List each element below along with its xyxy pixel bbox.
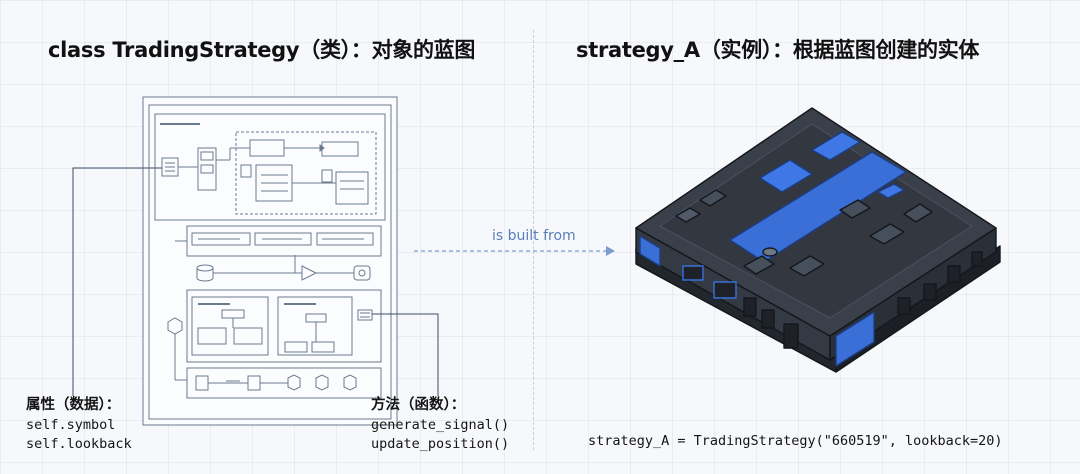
left-title: class TradingStrategy（类）：对象的蓝图 bbox=[48, 38, 476, 62]
attributes-callout-line bbox=[72, 167, 162, 396]
blueprint-top-section bbox=[154, 113, 386, 221]
methods-callout-line bbox=[372, 313, 439, 396]
built-from-arrow bbox=[414, 246, 615, 256]
section-divider bbox=[533, 30, 534, 450]
blueprint-illustration bbox=[142, 96, 398, 426]
instance-device-illustration bbox=[635, 107, 1001, 373]
right-title: strategy_A（实例）：根据蓝图创建的实体 bbox=[576, 38, 980, 62]
blueprint-bottom-section bbox=[186, 367, 382, 399]
method-item: generate_signal() bbox=[371, 417, 510, 433]
attribute-item: self.symbol bbox=[26, 417, 116, 433]
methods-heading: 方法（函数）： bbox=[371, 397, 466, 413]
blueprint-callout-lines bbox=[72, 167, 439, 396]
arrow-label: is built from bbox=[492, 228, 576, 244]
instance-code: strategy_A = TradingStrategy("660519", l… bbox=[588, 433, 1003, 449]
attribute-item: self.lookback bbox=[26, 436, 132, 452]
attributes-heading: 属性（数据）： bbox=[26, 397, 121, 413]
method-item: update_position() bbox=[371, 436, 510, 452]
blueprint-lower-section bbox=[186, 289, 382, 363]
methods-block: 方法（函数）： generate_signal() update_positio… bbox=[371, 396, 509, 454]
attributes-block: 属性（数据）： self.symbol self.lookback bbox=[26, 396, 132, 454]
